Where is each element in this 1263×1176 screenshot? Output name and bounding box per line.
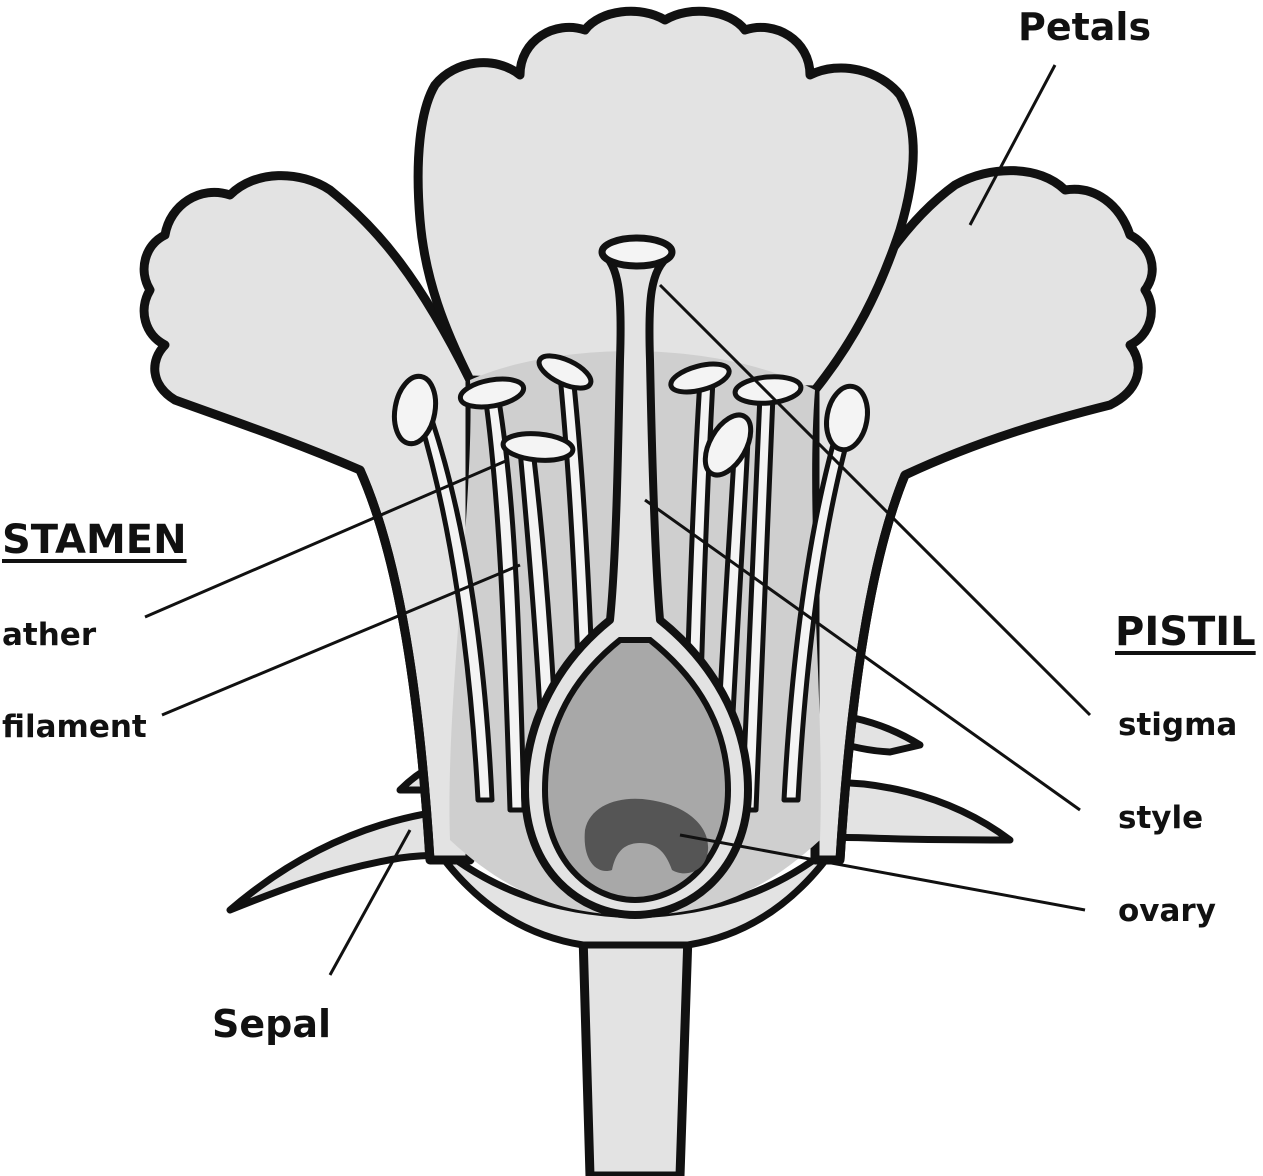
label-ovary: ovary — [1118, 896, 1216, 927]
petal-center — [418, 11, 913, 390]
label-pistil-heading: PISTIL — [1115, 612, 1256, 652]
label-stamen-heading: STAMEN — [2, 520, 187, 560]
label-petals: Petals — [1018, 8, 1151, 46]
label-sepal: Sepal — [212, 1005, 331, 1043]
stem — [583, 935, 688, 1176]
label-style: style — [1118, 803, 1203, 834]
label-stigma: stigma — [1118, 710, 1237, 741]
stigma — [602, 238, 672, 266]
label-anther: ather — [2, 620, 96, 651]
label-filament: filament — [2, 712, 147, 743]
